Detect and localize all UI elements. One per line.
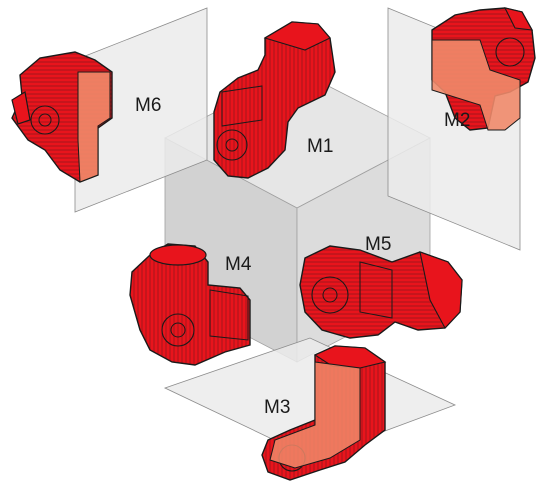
label-m5: M5 xyxy=(365,234,391,255)
gear-motor-m1-icon xyxy=(213,21,336,179)
label-m3: M3 xyxy=(264,397,290,418)
gear-motor-m6-icon xyxy=(11,51,113,183)
label-m6: M6 xyxy=(135,95,161,116)
gear-motor-m5-icon xyxy=(299,245,463,339)
gear-motor-m3-icon xyxy=(261,345,387,481)
label-m4: M4 xyxy=(225,254,252,275)
gear-motor-m2-icon xyxy=(431,7,536,131)
gear-motor-m4-icon xyxy=(129,243,251,366)
label-m1: M1 xyxy=(307,136,333,157)
label-m2: M2 xyxy=(444,110,470,131)
